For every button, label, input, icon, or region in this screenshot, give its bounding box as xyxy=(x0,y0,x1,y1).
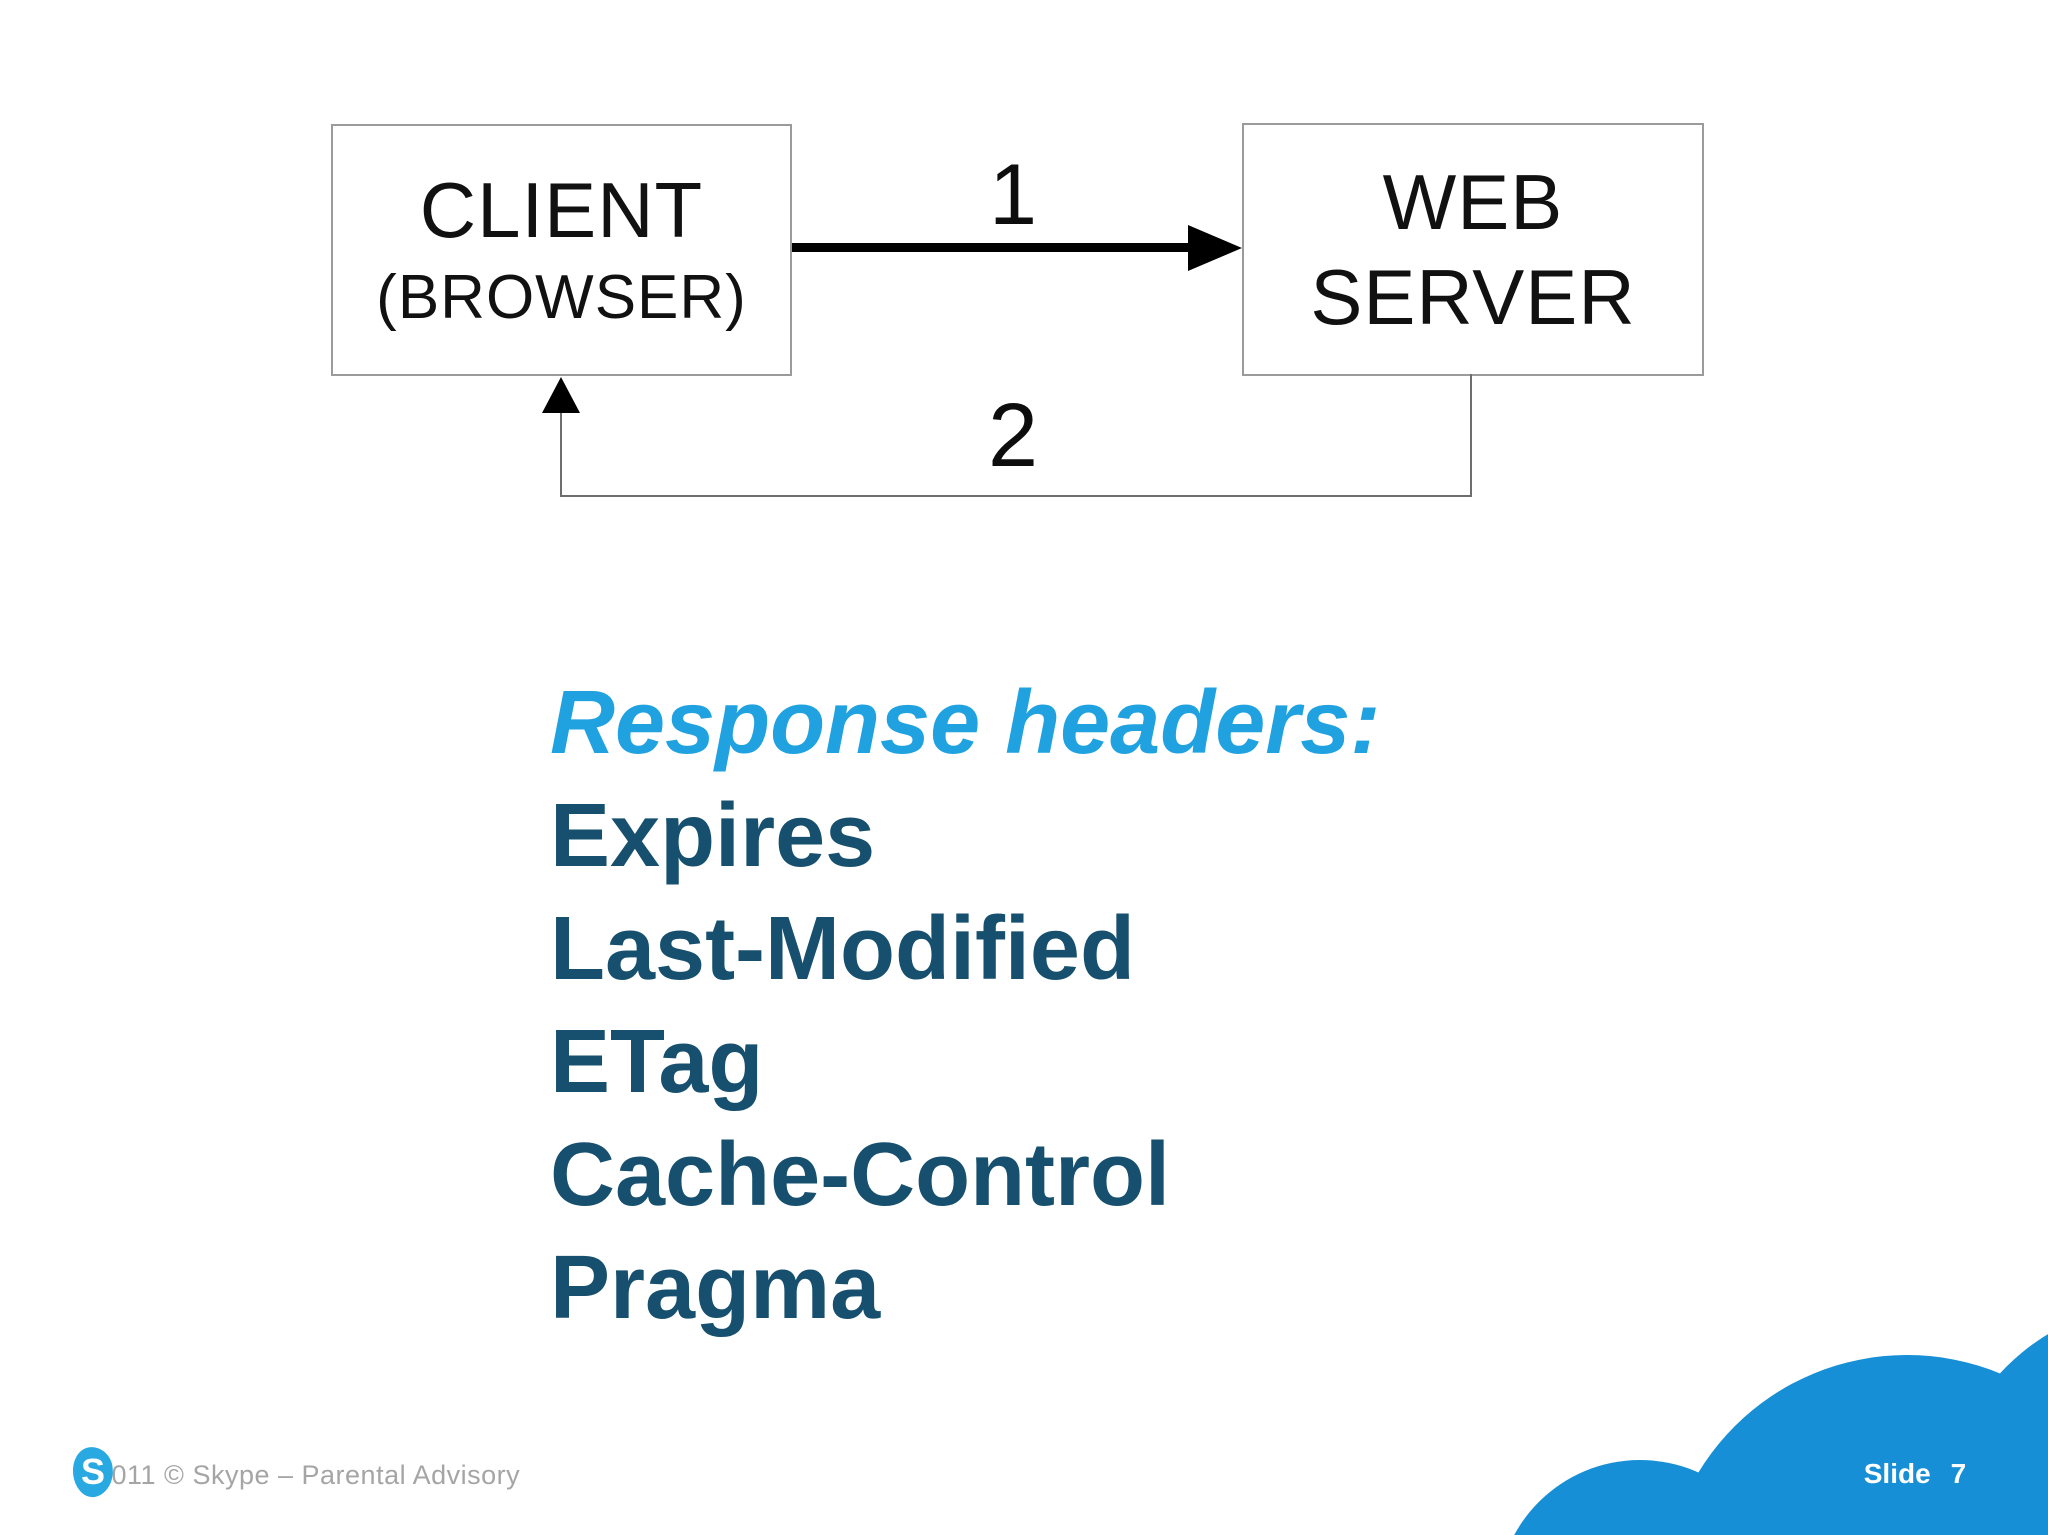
request-step-label: 1 xyxy=(989,147,1037,243)
list-item-pragma: Pragma xyxy=(550,1238,881,1338)
client-box-subtitle: (BROWSER) xyxy=(376,262,747,332)
list-item-last-modified: Last-Modified xyxy=(550,899,1135,999)
server-box-title: WEB xyxy=(1382,157,1564,246)
slide-number: Slide 7 xyxy=(1830,1458,2000,1490)
list-item-etag: ETag xyxy=(550,1012,764,1112)
response-line-vertical-server xyxy=(1470,374,1472,497)
response-headers-list: Response headers: Expires Last-Modified … xyxy=(550,667,1380,1345)
server-box-subtitle: SERVER xyxy=(1310,252,1636,341)
list-item-cache-control: Cache-Control xyxy=(550,1125,1171,1225)
slide-number-label: Slide xyxy=(1863,1458,1931,1489)
response-step-label: 2 xyxy=(987,386,1039,486)
response-line-vertical-client xyxy=(560,411,562,497)
cloud-bump-corner xyxy=(1943,1303,2048,1535)
list-heading: Response headers: xyxy=(550,673,1381,773)
response-line-horizontal xyxy=(560,495,1472,497)
copyright-text: 2011 © Skype – Parental Advisory xyxy=(96,1460,521,1490)
response-arrow-head-icon xyxy=(542,377,580,413)
client-box-title: CLIENT xyxy=(419,165,704,254)
request-arrow-head-icon xyxy=(1188,225,1242,271)
web-server-box: WEB SERVER xyxy=(1242,123,1704,376)
cloud-bump-small xyxy=(1497,1460,1783,1535)
cloud-bump-large xyxy=(1663,1355,2048,1535)
skype-logo-letter: S xyxy=(80,1451,106,1493)
request-arrow-shaft xyxy=(792,243,1190,252)
slide-number-value: 7 xyxy=(1950,1458,1967,1489)
client-browser-box: CLIENT (BROWSER) xyxy=(331,124,792,376)
list-item-expires: Expires xyxy=(550,786,876,886)
